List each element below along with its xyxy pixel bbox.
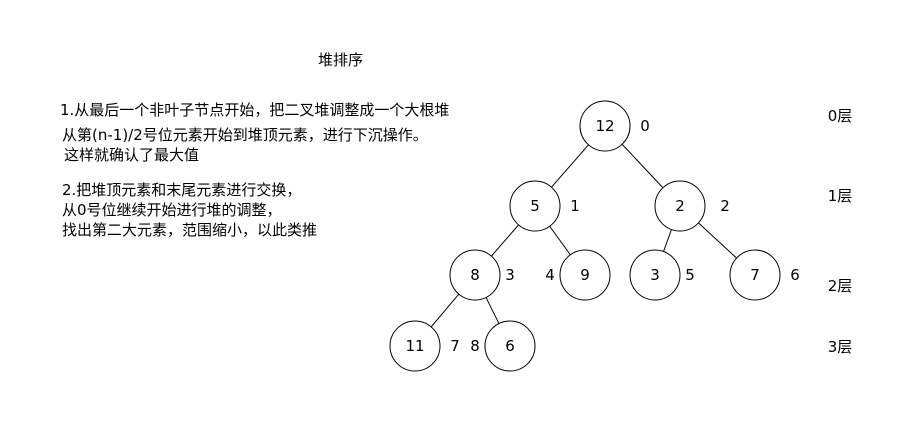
- node-index-label: 5: [685, 266, 695, 284]
- node-value: 2: [675, 197, 685, 215]
- node-circle: [729, 249, 781, 301]
- edge-n1-n3: [491, 224, 519, 257]
- heap-node: 12 0: [579, 100, 650, 152]
- node-index-label: 6: [790, 266, 800, 284]
- node-circle: [579, 100, 631, 152]
- edge-n2-n6: [698, 222, 737, 259]
- edge-n3-n8: [485, 297, 500, 324]
- edge-n2-n5: [663, 229, 672, 252]
- level-label: 1层: [828, 187, 853, 205]
- step2-description: 2.把堆顶元素和末尾元素进行交换， 从0号位继续开始进行堆的调整， 找出第二大元…: [62, 180, 317, 240]
- levels-layer: 0层 1层 2层 3层: [828, 107, 853, 356]
- step2-line3: 找出第二大元素，范围缩小，以此类推: [62, 221, 318, 239]
- heap-node: 11 7: [389, 320, 460, 372]
- step1-line1: 1.从最后一个非叶子节点开始，把二叉堆调整成一个大根堆: [60, 101, 450, 119]
- level-label: 0层: [828, 107, 853, 125]
- node-value: 6: [505, 337, 515, 355]
- node-value: 3: [650, 266, 660, 284]
- node-circle: [559, 249, 611, 301]
- node-circle: [449, 249, 501, 301]
- node-circle: [389, 320, 441, 372]
- heap-node: 94: [545, 249, 611, 301]
- edge-n3-n7: [430, 293, 460, 328]
- node-value: 12: [595, 117, 614, 135]
- step1-line2: 从第(n-1)/2号位元素开始到堆顶元素，进行下沉操作。: [62, 126, 428, 144]
- node-circle: [509, 180, 561, 232]
- node-index-label: 2: [720, 197, 730, 215]
- node-value: 8: [470, 266, 480, 284]
- edges-layer: [430, 143, 737, 328]
- node-circle: [629, 249, 681, 301]
- node-value: 9: [580, 266, 590, 284]
- step2-line1: 2.把堆顶元素和末尾元素进行交换，: [62, 181, 302, 199]
- node-index-label: 3: [505, 266, 515, 284]
- step1-description: 1.从最后一个非叶子节点开始，把二叉堆调整成一个大根堆 从第(n-1)/2号位元…: [60, 100, 449, 165]
- node-value: 11: [405, 337, 424, 355]
- node-circle: [484, 320, 536, 372]
- edge-n0-n2: [621, 143, 664, 189]
- node-circle: [654, 180, 706, 232]
- step2-line2: 从0号位继续开始进行堆的调整，: [62, 201, 282, 219]
- heap-node: 68: [470, 320, 536, 372]
- level-label: 3层: [828, 338, 853, 356]
- step1-line3: 这样就确认了最大值: [64, 146, 200, 164]
- node-value: 7: [750, 266, 760, 284]
- level-label: 2层: [828, 277, 853, 295]
- node-value: 5: [530, 197, 540, 215]
- diagram-title: 堆排序: [318, 51, 364, 69]
- edge-n0-n1: [551, 144, 589, 188]
- node-index-label: 1: [570, 197, 580, 215]
- node-index-label: 8: [470, 337, 480, 355]
- node-index-label: 4: [545, 266, 555, 284]
- node-index-label: 0: [640, 117, 650, 135]
- node-index-label: 7: [450, 337, 460, 355]
- edge-n1-n4: [549, 225, 571, 256]
